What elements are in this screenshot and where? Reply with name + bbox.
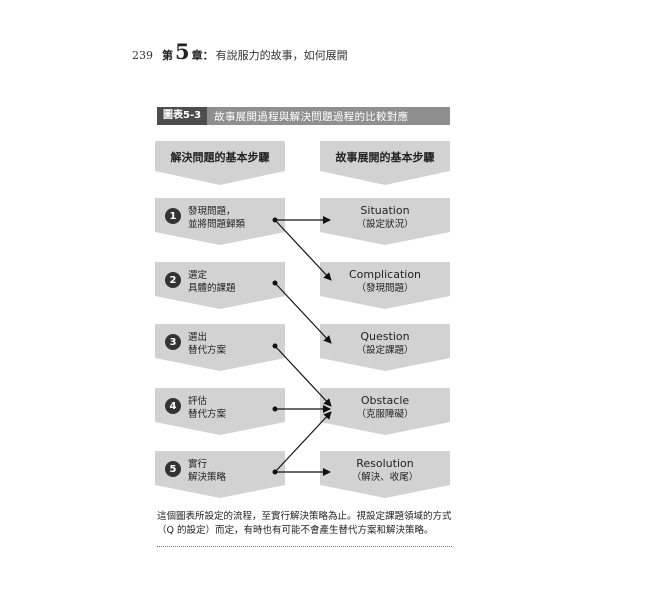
right-column-header: 故事展開的基本步驟 — [320, 141, 450, 185]
step-number-badge: 4 — [165, 398, 181, 414]
story-step-desc: （設定課題） — [356, 345, 414, 356]
story-step-name: Question — [360, 330, 410, 343]
left-column-header: 解決問題的基本步驟 — [155, 141, 285, 185]
story-step-obstacle: Obstacle （克服障礙） — [320, 388, 450, 435]
arrow-1-complication — [274, 219, 332, 281]
step-line: 選定 — [188, 270, 208, 281]
problem-step-3: 3 選出 替代方案 — [155, 324, 285, 371]
story-text: Obstacle （克服障礙） — [320, 394, 450, 421]
step-text: 評估 替代方案 — [188, 395, 226, 421]
story-text: Resolution （解決、收尾） — [320, 457, 450, 484]
step-text: 實行 解決策略 — [188, 458, 226, 484]
story-step-desc: （克服障礙） — [356, 409, 414, 420]
story-step-resolution: Resolution （解決、收尾） — [320, 451, 450, 498]
caption-line: （Q 的設定）而定，有時也有可能不會產生替代方案和解決策略。 — [157, 525, 434, 536]
problem-step-4: 4 評估 替代方案 — [155, 388, 285, 435]
step-shape — [155, 388, 285, 435]
problem-step-5: 5 實行 解決策略 — [155, 451, 285, 498]
chapter-suffix: 章： — [191, 49, 214, 62]
story-step-desc: （發現問題） — [356, 283, 414, 294]
step-line: 具體的課題 — [188, 283, 236, 294]
story-step-name: Obstacle — [360, 394, 410, 407]
step-shape — [155, 451, 285, 498]
story-step-name: Situation — [360, 204, 410, 217]
story-step-complication: Complication （發現問題） — [320, 262, 450, 309]
arrow-5-obstacle — [274, 411, 332, 473]
step-shape — [320, 324, 450, 371]
step-shape — [155, 198, 285, 245]
chapter-number: 5 — [175, 39, 190, 64]
problem-step-2: 2 選定 具體的課題 — [155, 262, 285, 309]
step-line: 解決策略 — [188, 472, 227, 483]
story-text: Situation （設定狀況） — [320, 204, 450, 231]
problem-step-1: 1 發現問題， 並將問題歸類 — [155, 198, 285, 245]
caption-line: 這個圖表所設定的流程，至實行解決策略為止。視設定課題領域的方式 — [157, 511, 452, 522]
page-number: 239 — [132, 49, 153, 62]
step-shape — [155, 262, 285, 309]
figure-banner: 圖表5-3 故事展開過程與解決問題過程的比較對應 — [157, 107, 450, 125]
left-column-title: 解決問題的基本步驟 — [170, 151, 270, 164]
step-shape — [320, 262, 450, 309]
step-number-badge: 5 — [165, 461, 181, 477]
story-step-desc: （解決、收尾） — [351, 472, 419, 483]
figure-label: 圖表5-3 — [157, 107, 208, 125]
story-text: Question （設定課題） — [320, 330, 450, 357]
right-header-shape — [320, 141, 450, 185]
step-line: 並將問題歸類 — [188, 219, 246, 230]
story-step-question: Question （設定課題） — [320, 324, 450, 371]
step-number-badge: 1 — [165, 208, 181, 224]
step-text: 發現問題， 並將問題歸類 — [188, 205, 245, 231]
running-header: 239 第 5 章： 有說服力的故事，如何展開 — [132, 39, 348, 64]
step-line: 選出 — [188, 332, 208, 343]
step-line: 替代方案 — [188, 345, 227, 356]
figure-title: 故事展開過程與解決問題過程的比較對應 — [214, 110, 409, 123]
right-column-title: 故事展開的基本步驟 — [335, 151, 435, 164]
left-header-shape — [155, 141, 285, 185]
step-shape — [320, 198, 450, 245]
story-step-desc: （設定狀況） — [356, 219, 414, 230]
step-shape — [155, 324, 285, 371]
dotted-divider — [157, 546, 452, 547]
step-shape — [320, 388, 450, 435]
story-step-name: Resolution — [356, 457, 414, 470]
chapter-prefix: 第 — [162, 49, 173, 62]
step-text: 選出 替代方案 — [188, 331, 226, 357]
step-shape — [320, 451, 450, 498]
step-line: 替代方案 — [188, 409, 227, 420]
figure-caption: 這個圖表所設定的流程，至實行解決策略為止。視設定課題領域的方式 （Q 的設定）而… — [157, 510, 457, 538]
story-step-situation: Situation （設定狀況） — [320, 198, 450, 245]
step-line: 發現問題， — [188, 206, 236, 217]
step-text: 選定 具體的課題 — [188, 269, 236, 295]
chapter-title: 有說服力的故事，如何展開 — [215, 49, 348, 62]
step-number-badge: 3 — [165, 334, 181, 350]
step-line: 實行 — [188, 459, 208, 470]
story-text: Complication （發現問題） — [320, 268, 450, 295]
arrow-3-obstacle — [274, 345, 332, 407]
story-step-name: Complication — [348, 268, 422, 281]
step-line: 評估 — [188, 396, 208, 407]
arrow-2-question — [274, 282, 332, 344]
step-number-badge: 2 — [165, 272, 181, 288]
